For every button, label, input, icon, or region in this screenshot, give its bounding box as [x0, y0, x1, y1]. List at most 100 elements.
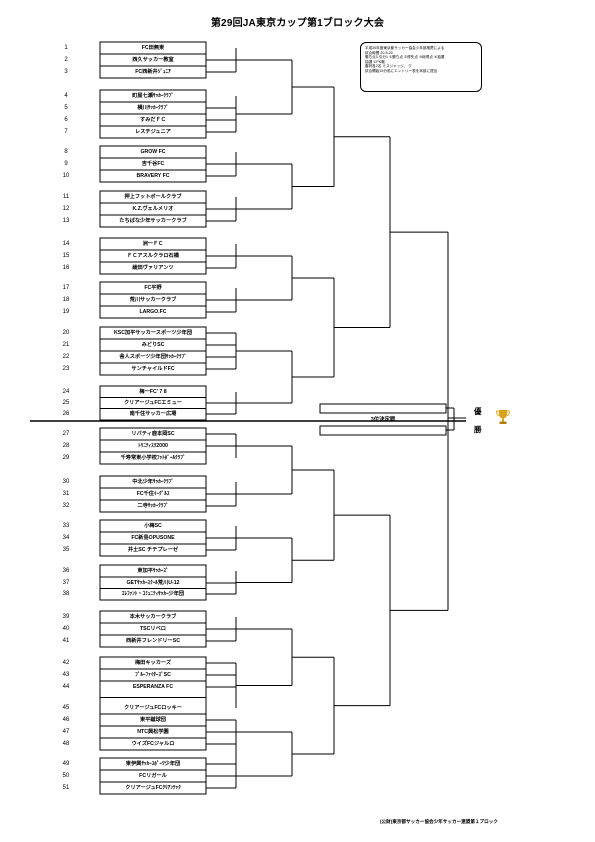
team-number: 14 [62, 241, 70, 247]
team-number: 29 [62, 455, 70, 461]
page-title: 第29回JA東京カップ第1ブロック大会 [210, 18, 385, 29]
team-name: たちばな少年サッカークラブ [119, 218, 187, 224]
team-number: 20 [62, 330, 70, 336]
third-place-box-top [319, 403, 447, 414]
team-number: 6 [64, 117, 68, 123]
team-number: 44 [62, 684, 70, 690]
team-name: FC西新井ｼﾞｭﾆｱ [135, 69, 171, 75]
team-name: ウイズFCジャルロ [131, 741, 175, 747]
team-name: 中北少年ｻｯｶｰｸﾗﾌﾞ [132, 479, 174, 485]
third-place-box-bottom [319, 425, 447, 436]
team-name: 西久サッカー教室 [132, 57, 174, 63]
team-name: K.Z.ヴェルメリオ [132, 206, 174, 212]
footer-text: (公財)東京都サッカー協会少年サッカー連盟第１ブロック [380, 819, 498, 824]
team-name: ESPERANZA FC [132, 684, 174, 690]
team-name: 荒川サッカークラブ [129, 297, 177, 303]
team-name: クリアージュFCロッキー [123, 705, 182, 711]
team-number: 42 [62, 660, 70, 666]
team-name: 本木サッカークラブ [129, 614, 177, 620]
team-name: ﾌﾞﾙｰﾌｧｲﾀｰｽﾞSC [135, 672, 171, 678]
team-name: 東加平ｻｯｶｰｽﾞ [137, 568, 169, 574]
team-name: サンチャイルドFC [131, 366, 175, 372]
team-name: 小梅SC [144, 523, 162, 529]
team-name: 千寿常東小学校ﾌｯﾄﾎﾞｰﾙｸﾗﾌﾞ [120, 455, 186, 461]
note-line: 抽選 ①PK戦 [365, 59, 385, 64]
team-name: みどりSC [141, 342, 165, 348]
team-name: 梅田キッカーズ [134, 660, 172, 666]
team-number: 36 [62, 568, 70, 574]
third-place-label: 3位決定戦 [370, 417, 396, 423]
team-name: すみだＦＣ [140, 117, 166, 123]
team-name: GROW FC [140, 149, 166, 155]
team-number: 37 [62, 580, 70, 586]
team-number: 7 [64, 129, 68, 135]
team-name: TSCリベロ [140, 626, 166, 632]
team-number: 28 [62, 443, 70, 449]
team-number: 12 [62, 206, 70, 212]
team-number: 18 [62, 297, 70, 303]
team-name: 梅一FC' 7 8 [139, 389, 167, 395]
team-number: 33 [62, 523, 70, 529]
team-name: クリアージュFCエミュー [123, 400, 182, 406]
team-name: ｴﾚﾌｧﾝﾄ・ｺﾐｭﾆﾃｨｻｯｶｰ少年団 [121, 591, 185, 597]
team-name: 南千住サッカー広場 [129, 411, 177, 417]
team-name: リバティ鹿本岡SC [131, 431, 175, 437]
team-number: 51 [62, 785, 70, 791]
team-number: 49 [62, 761, 70, 767]
team-name: FC平野 [144, 285, 162, 291]
note-line: 試合開始15分前にエントリー表を本部に提出 [365, 68, 438, 73]
team-name: 押上フットボールクラブ [124, 194, 182, 200]
note-line: 審判各2名 ミスジャッジ、 ク [365, 64, 412, 69]
team-name: 二寺ｻｯｶｰｸﾗﾌﾞ [137, 503, 169, 509]
team-number: 25 [62, 400, 70, 406]
team-name: 洲一ＦＣ [142, 241, 164, 247]
team-name: 西新井フレンドリーSC [126, 638, 180, 644]
team-name: FCリガール [139, 773, 167, 779]
team-name: KSC加平サッカースポーツ少年団 [113, 330, 193, 336]
team-name: LARGO.FC [139, 309, 167, 315]
team-number: 40 [62, 626, 70, 632]
team-number: 11 [62, 194, 70, 200]
team-number: 34 [62, 535, 70, 541]
team-number: 27 [62, 431, 70, 437]
team-number: 5 [64, 105, 68, 111]
team-number: 45 [62, 705, 70, 711]
team-number: 8 [64, 149, 68, 155]
team-number: 3 [64, 69, 68, 75]
team-number: 48 [62, 741, 70, 747]
team-name: 東伊興ｻｯｶｰｽﾎﾟｰﾂ少年団 [125, 761, 181, 767]
trophy-icon [496, 410, 510, 424]
team-number: 2 [64, 57, 68, 63]
team-number: 22 [62, 354, 70, 360]
team-name: FC田無東 [141, 45, 165, 51]
team-number: 32 [62, 503, 70, 509]
team-number: 17 [62, 285, 70, 291]
note-line: 勝ち点3 引分1 ①勝ち点 ②得失点 ③総得点 ④抽選 [365, 55, 445, 60]
team-name: NTC興松学園 [137, 729, 169, 735]
team-name: 舎人スポーツ少年団ｻｯｶｰｸﾗﾌﾞ [119, 354, 187, 360]
team-number: 9 [64, 161, 68, 167]
team-number: 16 [62, 265, 70, 271]
team-number: 23 [62, 366, 70, 372]
team-name: クリアージュFCｸﾘｱﾝﾃｯｸ [125, 785, 181, 791]
team-number: 47 [62, 729, 70, 735]
team-name: 井土SC チテプレーゼ [127, 547, 179, 553]
team-number: 10 [62, 173, 70, 179]
team-number: 38 [62, 591, 70, 597]
team-name: ﾄﾘﾆﾃｨｽｸ2000 [138, 443, 168, 449]
team-number: 31 [62, 491, 70, 497]
team-number: 41 [62, 638, 70, 644]
note-line: 平成30年度東京都サッカー協会少年部推薦による [365, 46, 445, 50]
team-name: BRAVERY FC [136, 173, 170, 179]
champion-label-2: 勝 [474, 425, 482, 434]
team-name: ＦＣアスルクラロ石橋 [127, 253, 179, 259]
team-name: 東平蹴球団 [140, 717, 166, 723]
team-number: 26 [62, 411, 70, 417]
team-number: 35 [62, 547, 70, 553]
team-name: 横川ｻｯｶｰｸﾗﾌﾞ [137, 105, 169, 111]
team-number: 4 [64, 93, 68, 99]
rules-notes-box: 平成30年度東京都サッカー協会少年部推薦による 試合時間 20-5-20 勝ち点… [360, 42, 482, 92]
champion-label-1: 優 [474, 407, 482, 416]
team-name: FC新島OPUSONE [131, 535, 175, 541]
